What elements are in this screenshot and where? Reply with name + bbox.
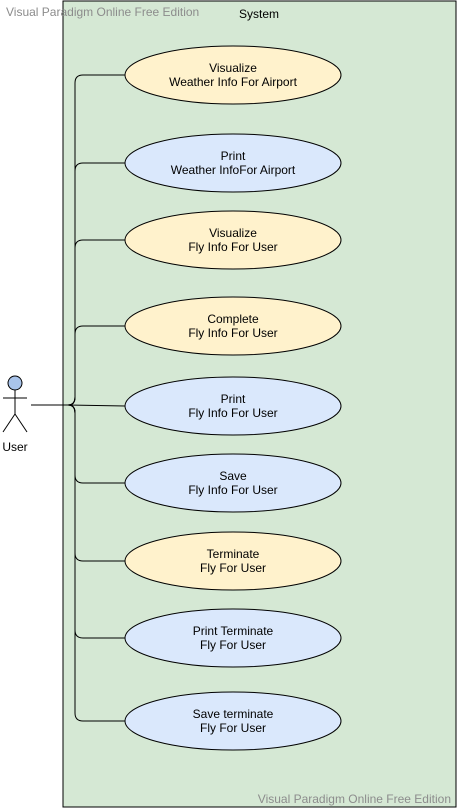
use-case-ellipse — [124, 691, 342, 751]
use-case-label-line2: Fly Info For User — [188, 240, 277, 254]
use-case-label-line2: Fly Info For User — [188, 483, 277, 497]
association-line — [67, 325, 125, 406]
watermark-top: Visual Paradigm Online Free Edition — [6, 5, 199, 19]
use-case-label-line2: Weather InfoFor Airport — [171, 163, 296, 177]
actor-user[interactable]: User — [2, 375, 28, 454]
association-line — [67, 404, 126, 407]
actor-left-leg — [2, 413, 16, 433]
use-case-label-line1: Visualize — [209, 61, 257, 75]
use-case-label-line1: Complete — [207, 312, 259, 326]
use-case-ellipse — [124, 296, 342, 356]
use-case-ellipse — [124, 45, 342, 105]
use-case-label-line2: Fly Info For User — [188, 326, 277, 340]
association-line — [67, 404, 125, 722]
use-case-label-line1: Print — [221, 149, 246, 163]
use-case-label-line1: Save terminate — [193, 707, 274, 721]
watermark-bottom: Visual Paradigm Online Free Edition — [258, 792, 451, 806]
system-label: System — [239, 7, 279, 21]
use-case-ellipse — [124, 453, 342, 513]
use-case-ellipse — [124, 376, 342, 436]
use-case-ellipse — [124, 608, 342, 668]
use-case-label-line1: Save — [219, 469, 247, 483]
actor-right-leg — [14, 413, 28, 433]
use-case-label-line2: Weather Info For Airport — [169, 75, 298, 89]
actor-head — [7, 375, 23, 391]
actor-label: User — [2, 440, 27, 454]
use-case-label-line1: Visualize — [209, 226, 257, 240]
use-case-ellipse — [124, 210, 342, 270]
use-case-label-line2: Fly Info For User — [188, 406, 277, 420]
use-case-label-line2: Fly For User — [200, 638, 266, 652]
use-case-label-line2: Fly For User — [200, 721, 266, 735]
use-case-label-line2: Fly For User — [200, 561, 266, 575]
use-case-label-line1: Print — [221, 392, 246, 406]
association-lines — [31, 74, 126, 722]
use-case-ellipse — [124, 133, 342, 193]
use-case-label-line1: Print Terminate — [193, 624, 274, 638]
use-case-label-line1: Terminate — [207, 547, 260, 561]
use-case-ellipse — [124, 531, 342, 591]
